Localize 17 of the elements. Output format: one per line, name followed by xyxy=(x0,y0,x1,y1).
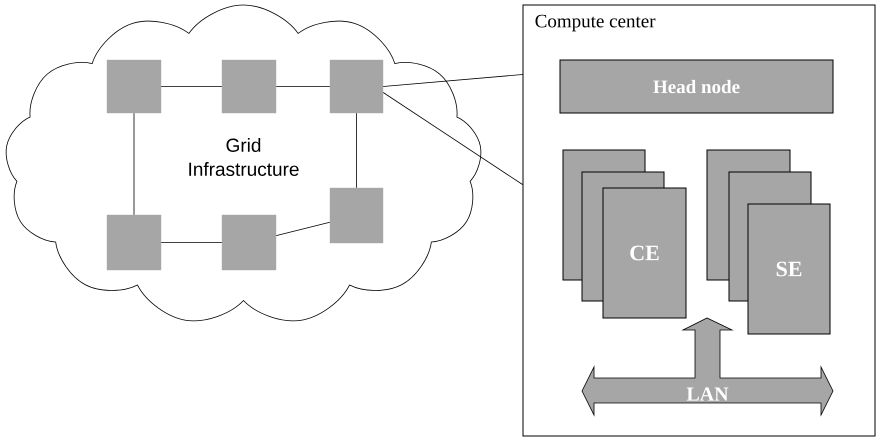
square xyxy=(330,188,384,244)
square xyxy=(106,60,162,114)
square xyxy=(222,214,276,270)
cloud: Grid Infrastructure xyxy=(6,4,482,322)
square xyxy=(106,214,162,270)
card-stack-drawing: CE xyxy=(562,150,686,318)
connector-line xyxy=(382,92,523,185)
connector-line xyxy=(382,74,523,87)
card-stack-drawing: SE xyxy=(706,150,830,334)
connector-line xyxy=(160,242,222,243)
head-node-box: Head node xyxy=(560,60,834,114)
connector-line xyxy=(160,86,222,87)
connector-line xyxy=(356,112,357,188)
connector-line xyxy=(276,222,330,236)
square xyxy=(330,60,384,114)
square xyxy=(222,60,276,114)
connector-line xyxy=(276,86,330,87)
